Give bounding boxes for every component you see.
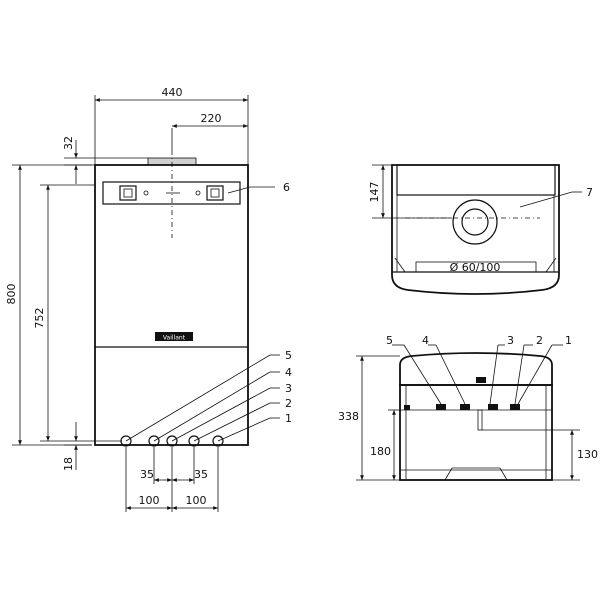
front-callout-3: 3: [285, 382, 292, 395]
dim-440: 440: [162, 86, 183, 99]
brand-plate: [155, 332, 193, 341]
bottom-callout-2: 2: [536, 334, 543, 347]
dim-338: 338: [338, 410, 359, 423]
dim-100-right: 100: [186, 494, 207, 507]
bottom-callout-3: 3: [507, 334, 514, 347]
dim-130: 130: [577, 448, 598, 461]
wall-bracket: [102, 181, 241, 205]
bottom-top-curve: [399, 352, 553, 386]
bracket-leader: [227, 186, 251, 194]
front-callout-5: 5: [285, 349, 292, 362]
bottom-callout-5: 5: [386, 334, 393, 347]
dim-18: 18: [62, 457, 75, 471]
top-view: Ø 60/100 7 147: [368, 164, 593, 295]
dim-147: 147: [368, 182, 381, 203]
bottom-leaders: [392, 344, 563, 405]
front-view: Vaillant 5 4 3 2 1 6: [5, 86, 292, 512]
dim-35-left: 35: [140, 468, 154, 481]
flue-inner: [461, 208, 489, 236]
bottom-handle: [444, 467, 508, 481]
flue-outer: [452, 199, 498, 245]
top-back-panel: [396, 164, 556, 196]
dim-100-left: 100: [139, 494, 160, 507]
flue-leader: [519, 191, 573, 208]
flue-callout-7: 7: [586, 186, 593, 199]
front-callout-2: 2: [285, 397, 292, 410]
front-callout-4: 4: [285, 366, 292, 379]
bottom-callout-4: 4: [422, 334, 429, 347]
flue-diameter-label: Ø 60/100: [450, 261, 501, 274]
brand-plate-text: Vaillant: [163, 335, 186, 342]
bottom-body: [399, 384, 553, 481]
dim-220: 220: [201, 112, 222, 125]
bracket-callout-6: 6: [283, 181, 290, 194]
dim-32: 32: [62, 136, 75, 150]
dim-180: 180: [370, 445, 391, 458]
front-leaders: [125, 354, 280, 442]
top-outline: [391, 164, 560, 295]
bottom-callout-1: 1: [565, 334, 572, 347]
boiler-casing: [94, 164, 249, 446]
dim-752: 752: [33, 308, 46, 329]
front-callout-1: 1: [285, 412, 292, 425]
bottom-view: 5 4 3 2 1 338 180 130: [338, 334, 598, 481]
bottom-connections: [404, 377, 520, 431]
dim-35-right: 35: [194, 468, 208, 481]
dim-800: 800: [5, 284, 18, 305]
